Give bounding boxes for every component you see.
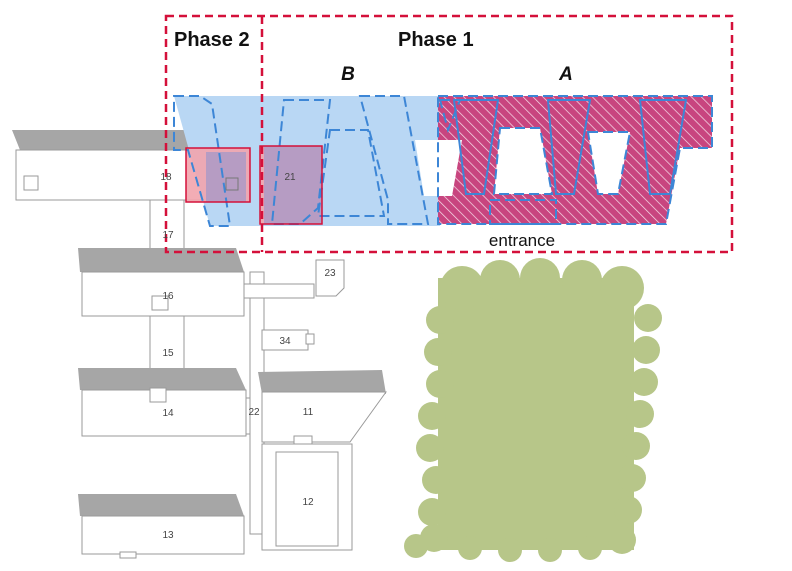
building-14 xyxy=(78,368,247,437)
building-12 xyxy=(261,443,353,551)
building-16 xyxy=(78,248,245,317)
building-label-18: 18 xyxy=(160,172,172,183)
building-34 xyxy=(261,329,315,351)
wing-b-label: B xyxy=(341,64,355,85)
wing-a-frames xyxy=(452,99,688,195)
courtyards xyxy=(415,128,630,196)
building-label-23: 23 xyxy=(324,268,336,279)
wing-outlines xyxy=(173,95,713,227)
wing-a-label: A xyxy=(558,64,573,85)
building-23 xyxy=(315,259,345,297)
building-label-12: 12 xyxy=(302,497,314,508)
building-label-21: 21 xyxy=(284,172,296,183)
entrance-label: entrance xyxy=(489,231,555,250)
existing-buildings xyxy=(12,130,387,559)
green-area xyxy=(404,258,662,562)
building-label-15: 15 xyxy=(162,348,174,359)
building-label-17: 17 xyxy=(162,230,174,241)
phase2-outline xyxy=(185,145,323,225)
phase2-label: Phase 2 xyxy=(174,29,250,51)
phase1-label: Phase 1 xyxy=(398,29,474,51)
phase-boundaries xyxy=(164,14,734,254)
wing-a-footprint xyxy=(438,96,712,224)
building-label-11: 11 xyxy=(303,407,314,418)
building-11 xyxy=(258,370,387,445)
building-label-16: 16 xyxy=(162,291,174,302)
building-13 xyxy=(78,494,245,559)
building-label-34: 34 xyxy=(279,336,291,347)
building-label-13: 13 xyxy=(162,530,174,541)
building-label-14: 14 xyxy=(162,408,174,419)
building-label-22: 22 xyxy=(248,407,260,418)
